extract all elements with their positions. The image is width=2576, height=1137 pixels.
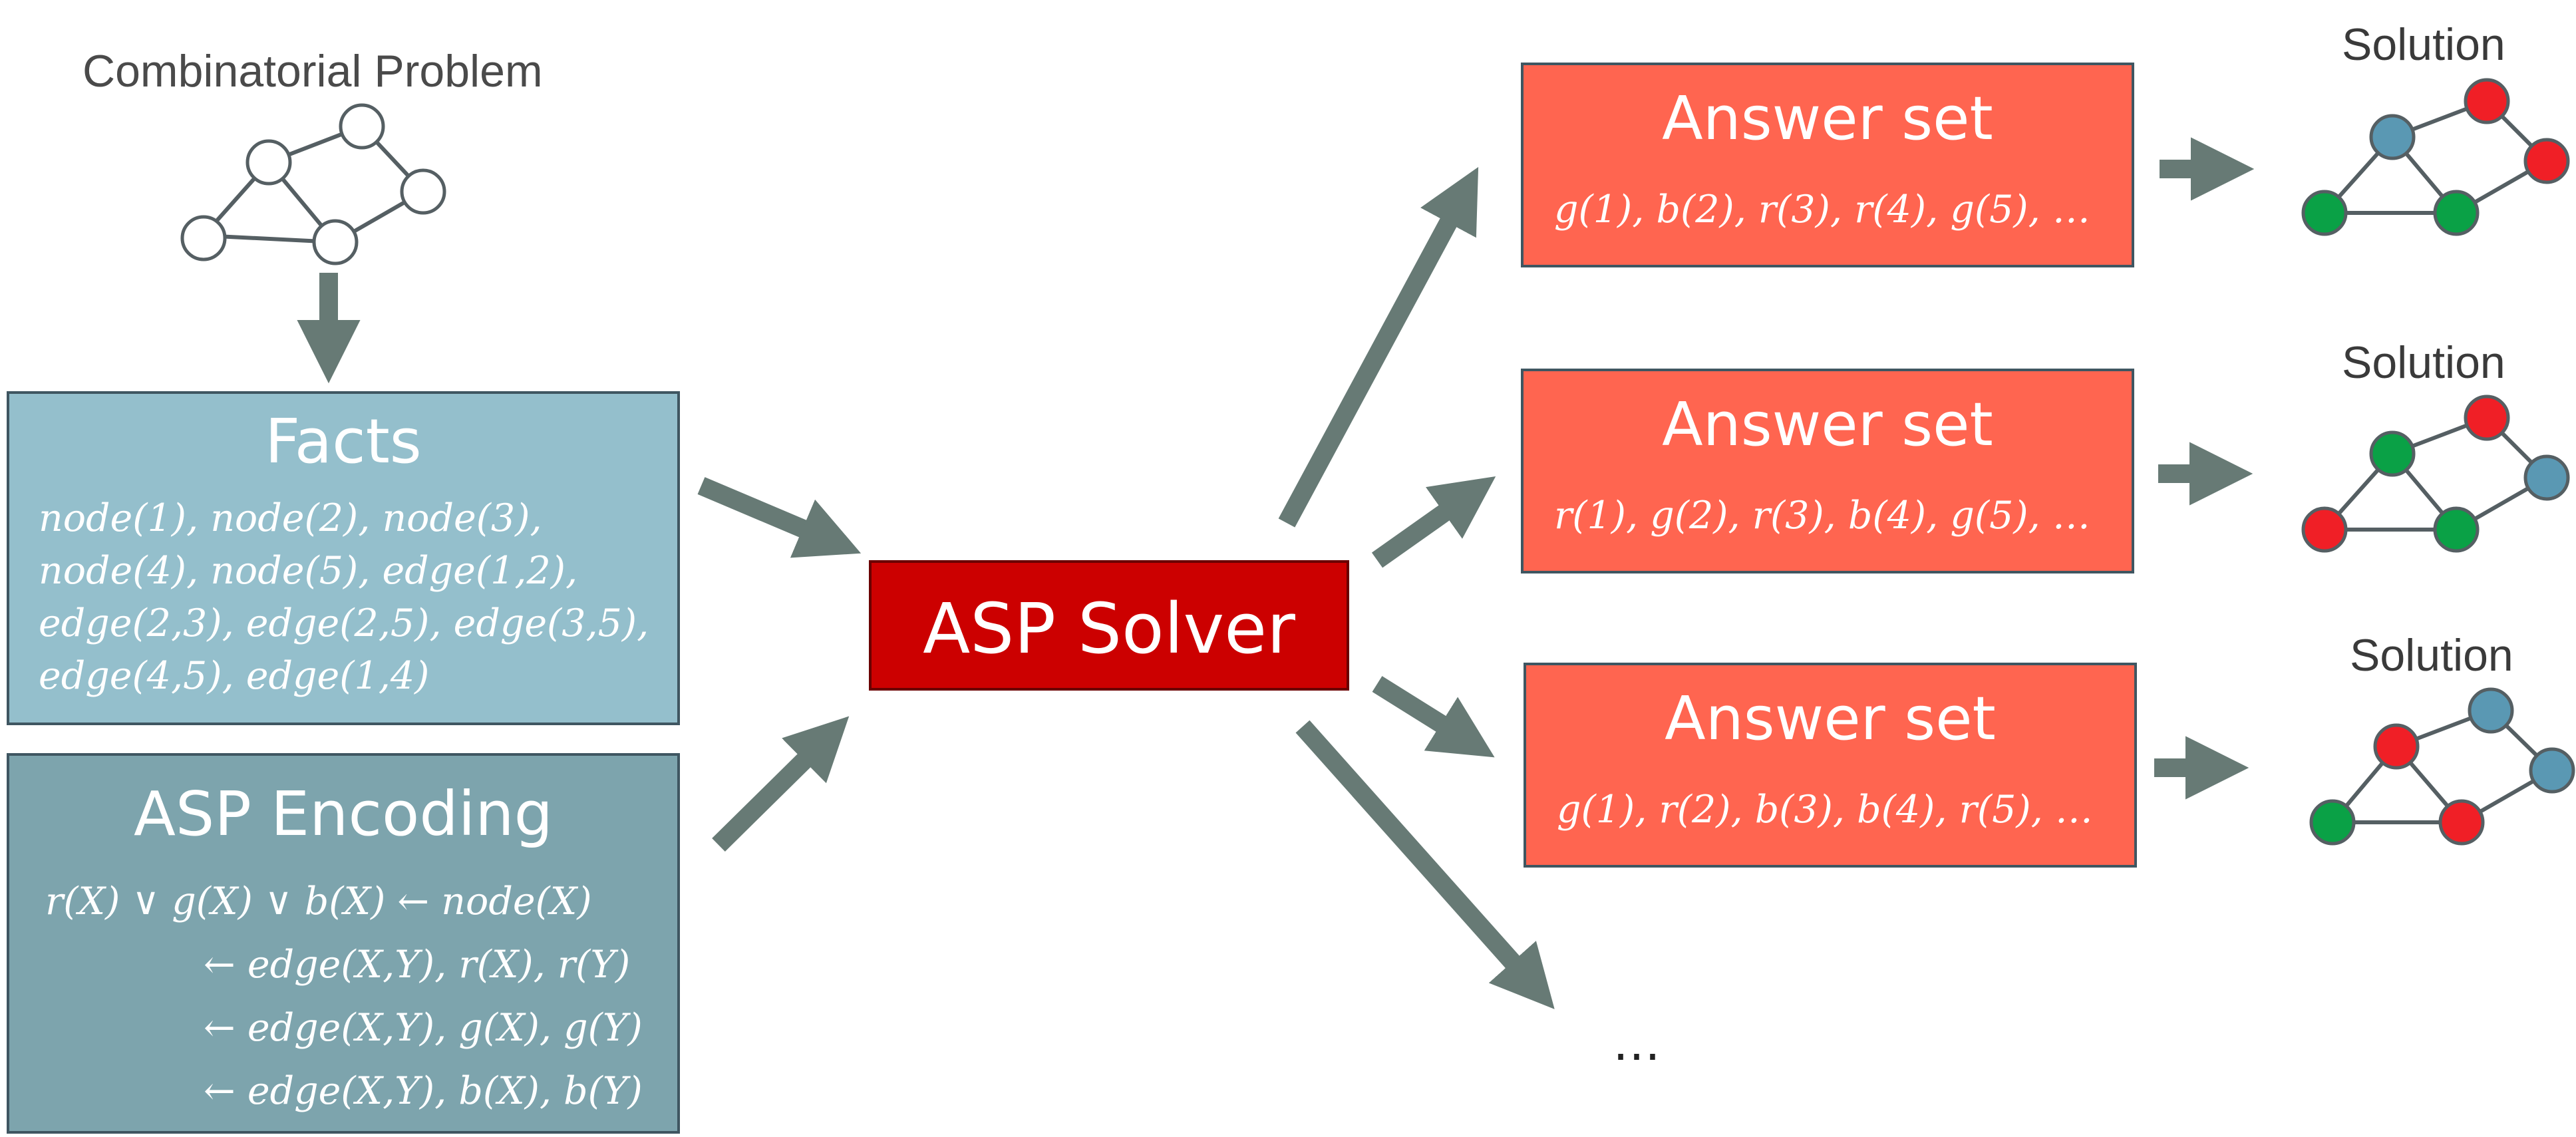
solver-box: ASP Solver <box>869 560 1349 691</box>
solution-label: Solution <box>2342 19 2505 70</box>
solution-graph <box>2301 78 2570 236</box>
graph-node-green <box>2433 190 2480 236</box>
solution-graph <box>2301 395 2570 553</box>
answer-set-box: Answer set g(1), r(2), b(3), b(4), r(5),… <box>1524 663 2137 868</box>
graph-node <box>245 139 292 186</box>
graph-node-green <box>2309 799 2356 846</box>
solution-label: Solution <box>2342 337 2505 388</box>
facts-lines: node(1), node(2), node(3), node(4), node… <box>39 492 649 703</box>
graph-node-red <box>2301 506 2348 553</box>
graph-node-red <box>2464 395 2510 441</box>
graph-node-green <box>2433 506 2480 553</box>
more-answer-sets-ellipsis: … <box>1613 1015 1661 1071</box>
problem-label: Combinatorial Problem <box>82 46 543 96</box>
encoding-lines: r(X) ∨ g(X) ∨ b(X) ← node(X) ← edge(X,Y)… <box>45 870 643 1123</box>
graph-node-blue <box>2529 747 2575 794</box>
graph-node <box>180 215 227 261</box>
encoding-rule: r(X) ∨ g(X) ∨ b(X) ← node(X) <box>45 880 592 923</box>
facts-line: node(1), node(2), node(3), <box>39 496 542 540</box>
answer-set-box: Answer set r(1), g(2), r(3), b(4), g(5),… <box>1521 369 2134 573</box>
solver-title: ASP Solver <box>923 588 1295 669</box>
graph-node <box>312 219 359 265</box>
graph-node-green <box>2369 430 2416 477</box>
graph-node-green <box>2301 190 2348 236</box>
answer-set-title: Answer set <box>1665 684 1996 754</box>
encoding-rule: ← edge(X,Y), b(X), b(Y) <box>204 1069 643 1113</box>
answer-set-title: Answer set <box>1662 390 1993 460</box>
answer-set-box: Answer set g(1), b(2), r(3), r(4), g(5),… <box>1521 63 2134 267</box>
graph-node <box>400 168 446 215</box>
answer-set-atoms: g(1), r(2), b(3), b(4), r(5), … <box>1557 788 2093 832</box>
graph-node-red <box>2438 799 2485 846</box>
solution-label: Solution <box>2350 630 2513 681</box>
encoding-rule: ← edge(X,Y), g(X), g(Y) <box>204 1006 643 1050</box>
facts-line: edge(4,5), edge(1,4) <box>39 654 430 698</box>
facts-box: Facts node(1), node(2), node(3), node(4)… <box>7 391 680 725</box>
graph-node <box>339 103 385 150</box>
problem-graph <box>180 103 446 265</box>
answer-set-atoms: g(1), b(2), r(3), r(4), g(5), … <box>1554 188 2090 232</box>
solution-graph <box>2309 687 2575 846</box>
answer-set-title: Answer set <box>1662 84 1993 154</box>
facts-title: Facts <box>265 406 422 477</box>
graph-node-red <box>2373 723 2420 770</box>
facts-line: node(4), node(5), edge(1,2), <box>39 549 578 593</box>
arrow-solver-to-answer-2 <box>1372 676 1495 758</box>
encoding-title: ASP Encoding <box>133 778 554 850</box>
graph-node-blue <box>2523 454 2570 501</box>
arrow-solver-to-more <box>1295 720 1555 1009</box>
encoding-rule: ← edge(X,Y), r(X), r(Y) <box>204 943 631 987</box>
arrow-solver-to-answer-1 <box>1371 476 1496 568</box>
answer-set-atoms: r(1), g(2), r(3), b(4), g(5), … <box>1554 494 2090 538</box>
arrow-facts-to-solver <box>697 477 862 558</box>
arrow-encoding-to-solver <box>712 716 850 852</box>
arrow-solver-to-answer-0 <box>1278 166 1479 528</box>
graph-node-blue <box>2468 687 2514 734</box>
graph-node-red <box>2464 78 2510 124</box>
facts-line: edge(2,3), edge(2,5), edge(3,5), <box>39 601 649 645</box>
graph-node-blue <box>2369 114 2416 160</box>
graph-node-red <box>2523 138 2570 184</box>
encoding-box: ASP Encoding r(X) ∨ g(X) ∨ b(X) ← node(X… <box>7 753 680 1134</box>
flow-arrows <box>297 137 2255 1009</box>
